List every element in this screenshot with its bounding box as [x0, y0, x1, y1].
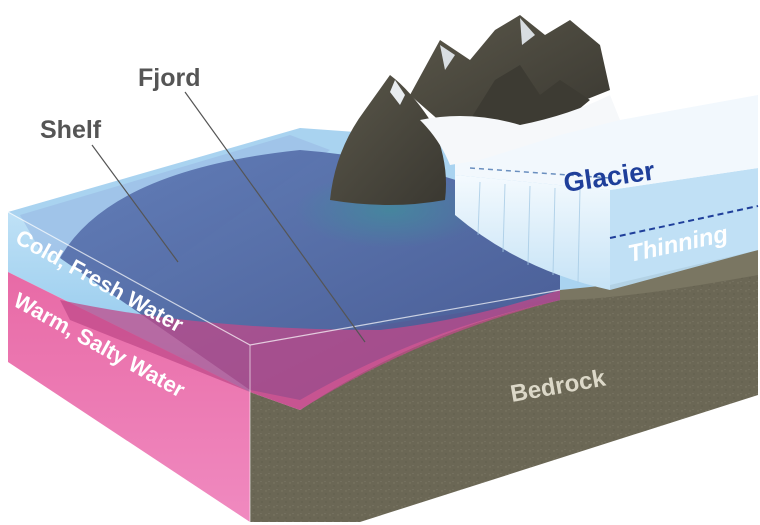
fjord-leader-line: [184, 91, 366, 343]
fjord-warm-water: [60, 290, 560, 410]
mountains: [330, 15, 620, 205]
glacier-texture: [477, 181, 581, 284]
glacier-side: [610, 168, 758, 290]
fjord-label: Fjord: [138, 64, 201, 92]
glacier-top: [455, 95, 758, 190]
right-face-bedrock: [250, 252, 758, 522]
front-face-warm-water: [8, 272, 250, 522]
glacier-front: [455, 175, 610, 290]
thinning-line: [609, 205, 759, 239]
shelf-label: Shelf: [40, 116, 102, 144]
shelf-leader-line: [91, 144, 179, 263]
